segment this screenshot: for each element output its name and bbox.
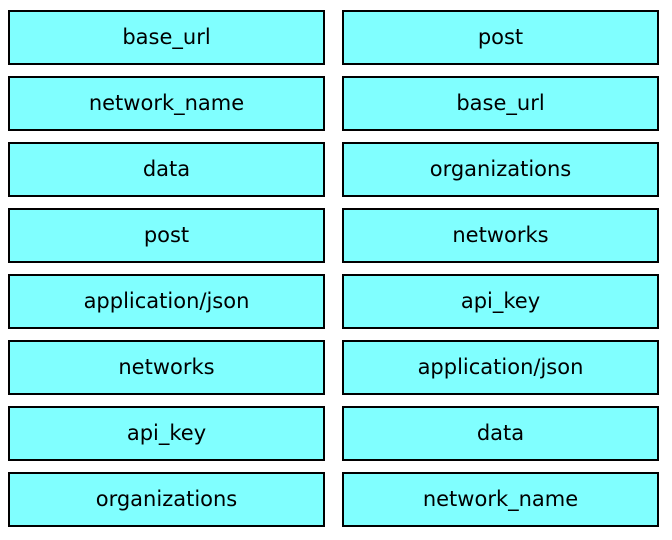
right-column: post base_url organizations networks api… — [342, 10, 659, 527]
drag-item[interactable]: application/json — [8, 274, 325, 329]
drop-target[interactable]: application/json — [342, 340, 659, 395]
drag-item[interactable]: post — [8, 208, 325, 263]
drag-item[interactable]: api_key — [8, 406, 325, 461]
drop-target[interactable]: organizations — [342, 142, 659, 197]
drop-target[interactable]: api_key — [342, 274, 659, 329]
drag-item[interactable]: network_name — [8, 76, 325, 131]
drop-target[interactable]: post — [342, 10, 659, 65]
drop-target[interactable]: network_name — [342, 472, 659, 527]
drag-item[interactable]: organizations — [8, 472, 325, 527]
left-column: base_url network_name data post applicat… — [8, 10, 325, 527]
drag-item[interactable]: networks — [8, 340, 325, 395]
drop-target[interactable]: base_url — [342, 76, 659, 131]
drag-item[interactable]: base_url — [8, 10, 325, 65]
drop-target[interactable]: networks — [342, 208, 659, 263]
drop-target[interactable]: data — [342, 406, 659, 461]
drag-item[interactable]: data — [8, 142, 325, 197]
